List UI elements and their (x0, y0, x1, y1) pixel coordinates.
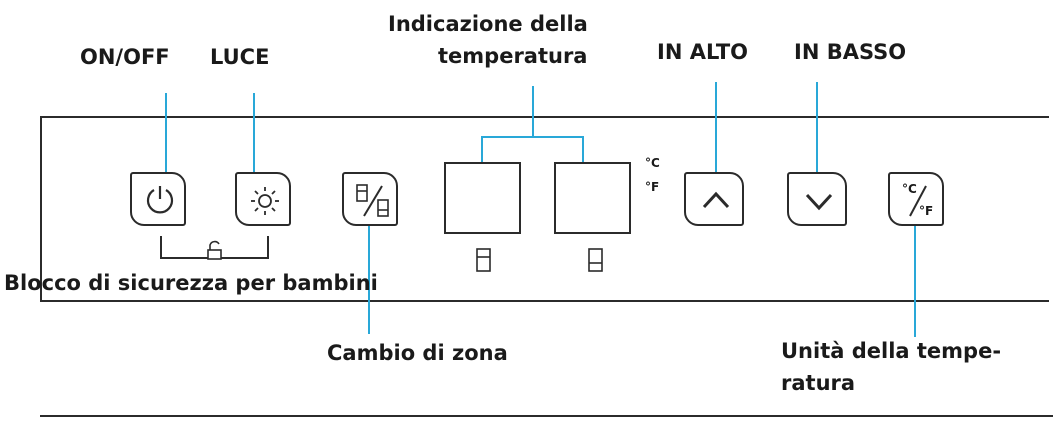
callout-indicazione-right (582, 136, 584, 162)
callout-cambio (368, 224, 370, 334)
label-unita-line2: ratura (781, 371, 856, 395)
label-on-off: ON/OFF (80, 45, 170, 69)
label-blocco: Blocco di sicurezza per bambini (4, 271, 378, 295)
label-in-alto: IN ALTO (657, 40, 749, 64)
control-panel (40, 116, 1049, 302)
callout-on-off (165, 93, 167, 173)
chevron-up-icon (702, 191, 730, 209)
callout-luce (253, 93, 255, 173)
label-in-basso: IN BASSO (794, 40, 907, 64)
display-unit-fahrenheit: °F (645, 180, 660, 194)
label-indicazione-line1: Indicazione della (388, 12, 588, 36)
chevron-down-icon (805, 193, 833, 211)
temperature-display-upper-zone (444, 162, 521, 234)
upper-zone-icon (476, 248, 491, 272)
temperature-unit-button[interactable]: °C °F (888, 172, 944, 226)
unit-button-fahrenheit: °F (919, 204, 934, 218)
callout-indicazione-left (481, 136, 483, 162)
light-button[interactable] (235, 172, 291, 226)
on-off-button[interactable] (130, 172, 186, 226)
label-cambio: Cambio di zona (327, 341, 508, 365)
down-button[interactable] (787, 172, 847, 226)
zone-switch-button[interactable] (342, 172, 398, 226)
temperature-display-lower-zone (554, 162, 631, 234)
callout-indicazione (532, 86, 534, 138)
divider-line (40, 415, 1053, 417)
sun-icon (251, 187, 279, 215)
unit-button-celsius: °C (902, 182, 917, 196)
lower-zone-icon (588, 248, 603, 272)
unit-slash-icon (909, 185, 927, 217)
child-lock-bracket (160, 236, 269, 260)
label-indicazione-line2: temperatura (438, 44, 588, 68)
up-button[interactable] (684, 172, 744, 226)
callout-in-alto (715, 82, 717, 172)
label-luce: LUCE (210, 45, 270, 69)
power-icon (146, 186, 174, 214)
callout-unita (914, 224, 916, 337)
callout-in-basso (816, 82, 818, 172)
label-unita-line1: Unità della tempe- (781, 339, 1002, 363)
zone-switch-icon (356, 184, 389, 217)
display-unit-celsius: °C (645, 156, 660, 170)
padlock-icon (207, 240, 222, 260)
callout-indicazione-bar (481, 136, 584, 138)
